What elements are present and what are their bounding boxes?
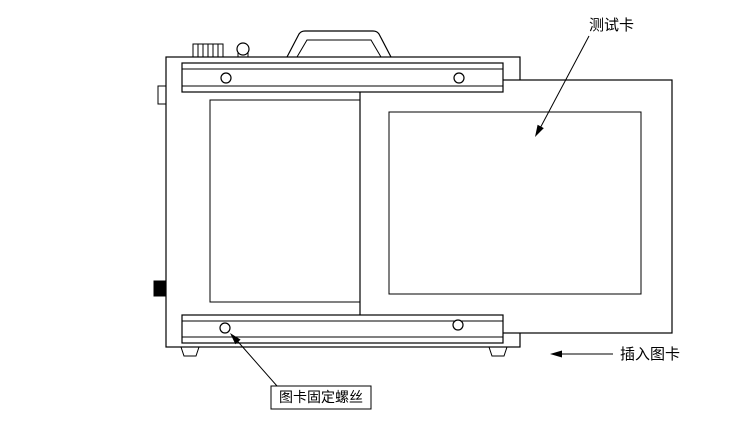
fixing-screw-leader-line <box>232 335 278 387</box>
test-card-inner <box>388 111 642 295</box>
top-rail <box>181 62 504 93</box>
top-rail-screw-right <box>453 72 465 84</box>
test-card-label: 测试卡 <box>589 17 634 34</box>
fixing-screw-label-box <box>270 385 372 410</box>
test-card-leader-line <box>536 35 590 135</box>
test-card-outer <box>359 79 673 334</box>
top-rail-screw-left <box>220 72 232 84</box>
side-switch <box>153 280 167 297</box>
handle <box>286 30 392 58</box>
handle-inner <box>296 39 382 58</box>
insert-card-label: 插入图卡 <box>620 346 680 363</box>
side-bracket <box>157 85 167 105</box>
bottom-rail-screw-right <box>452 319 464 331</box>
foot-left <box>180 346 200 357</box>
fixing-screw-arrowhead-icon <box>230 333 241 345</box>
knob-cap <box>236 42 250 56</box>
top-rail-body <box>181 62 504 93</box>
handle-outer <box>286 30 392 58</box>
bottom-rail <box>181 314 504 344</box>
fixing-screw-label: 图卡固定螺丝 <box>279 389 363 405</box>
knob <box>236 42 250 58</box>
insert-card-arrowhead-icon <box>550 350 562 358</box>
bottom-rail-body <box>181 314 504 344</box>
bottom-rail-screw-left <box>219 322 231 334</box>
foot-right <box>488 346 508 357</box>
vent-grille <box>192 43 224 58</box>
test-card-arrowhead-icon <box>535 124 544 137</box>
